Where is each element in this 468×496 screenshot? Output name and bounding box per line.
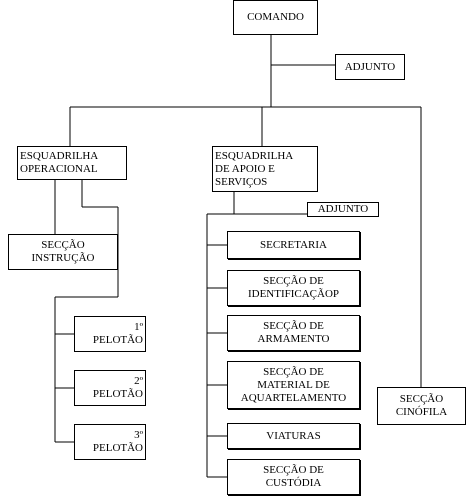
- box-seccao-custodia: SECÇÃO DE CUSTÓDIA: [227, 459, 360, 495]
- box-secretaria: SECRETARIA: [227, 231, 360, 259]
- box-esquadrilha-apoio: ESQUADRILHA DE APOIO E SERVIÇOS: [212, 146, 318, 192]
- box-pelotao-1: 1º PELOTÃO: [74, 316, 146, 352]
- box-adjunto-apoio: ADJUNTO: [307, 202, 379, 217]
- box-comando: COMANDO: [233, 0, 318, 35]
- box-seccao-identificacao: SECÇÃO DE IDENTIFICAÇÃOP: [227, 270, 360, 306]
- box-pelotao-2: 2º PELOTÃO: [74, 370, 146, 406]
- box-esquadrilha-operacional: ESQUADRILHA OPERACIONAL: [17, 146, 127, 180]
- box-viaturas: VIATURAS: [227, 423, 360, 449]
- box-seccao-armamento: SECÇÃO DE ARMAMENTO: [227, 315, 360, 351]
- box-adjunto-top: ADJUNTO: [335, 54, 405, 80]
- box-pelotao-3: 3º PELOTÃO: [74, 424, 146, 460]
- box-seccao-instrucao: SECÇÃO INSTRUÇÃO: [8, 234, 118, 270]
- box-seccao-material: SECÇÃO DE MATERIAL DE AQUARTELAMENTO: [227, 361, 360, 409]
- box-seccao-cinofila: SECÇÃO CINÓFILA: [377, 387, 466, 425]
